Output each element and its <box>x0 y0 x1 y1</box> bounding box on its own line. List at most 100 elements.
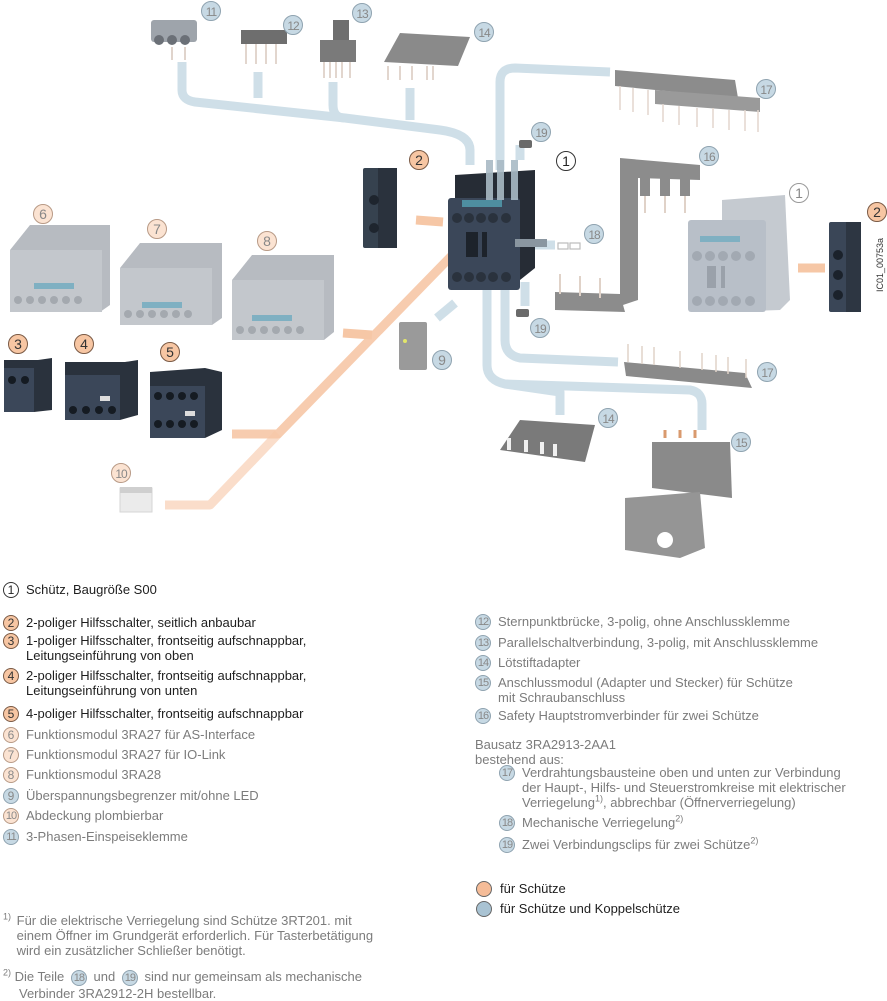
callout-number: 9 <box>438 352 446 368</box>
path-bottom-14 <box>482 290 565 415</box>
swatch-orange-label: für Schütze <box>500 881 566 896</box>
footnote-1-mark: 1) <box>3 911 12 922</box>
callout-circle <box>257 231 277 251</box>
path-10 <box>165 430 282 510</box>
legend-text: Sternpunktbrücke, 3-polig, ohne Anschlus… <box>498 614 790 629</box>
callout-12: 12 <box>283 15 303 35</box>
component-1-contactor-main <box>448 160 547 290</box>
callout-circle <box>33 204 53 224</box>
callout-number: 8 <box>263 233 271 249</box>
callout-19: 19 <box>531 122 551 142</box>
callout-number: 2 <box>415 152 423 168</box>
callout-circle <box>432 350 452 370</box>
callout-10: 10 <box>111 463 131 483</box>
component-18-mechanical-interlock <box>557 242 581 250</box>
callout-number: 17 <box>761 366 774 380</box>
callout-19: 19 <box>530 318 550 338</box>
callout-number: 16 <box>703 150 716 164</box>
callout-circle <box>699 146 719 166</box>
callout-number: 13 <box>356 7 369 21</box>
legend-badge: 4 <box>3 668 19 684</box>
legend-badge: 16 <box>475 708 491 724</box>
kit-item-footnote-ref: 1) <box>595 793 604 804</box>
component-8-function-module-3ra28 <box>232 255 334 340</box>
kit-title: Bausatz 3RA2913-2AA1 bestehend aus: <box>475 737 616 767</box>
callout-15: 15 <box>731 432 751 452</box>
footnote-1-text: Für die elektrische Verriegelung sind Sc… <box>16 913 374 958</box>
callout-circle <box>531 122 551 142</box>
kit-badge: 19 <box>499 837 515 853</box>
component-19-clip-bottom <box>516 309 529 317</box>
callout-17: 17 <box>756 79 776 99</box>
legend-text: 1-poliger Hilfsschalter, frontseitig auf… <box>26 633 307 663</box>
callout-circle <box>283 15 303 35</box>
callout-number: 18 <box>588 228 601 242</box>
callout-number: 4 <box>80 336 88 352</box>
callout-circle <box>201 1 221 21</box>
callout-9: 9 <box>432 350 452 370</box>
footnote-2-ref-19: 19 <box>121 969 138 986</box>
footnote-2-mid: und <box>93 969 116 984</box>
kit-badge: 18 <box>499 815 515 831</box>
component-1-contactor-second <box>688 195 790 312</box>
legend-text: Schütz, Baugröße S00 <box>26 582 157 597</box>
path-top-17 <box>495 63 611 170</box>
component-10-sealable-cover <box>119 487 153 513</box>
callout-number: 1 <box>562 153 570 169</box>
callout-1: 1 <box>556 151 576 171</box>
legend-badge: 1 <box>3 582 19 598</box>
callout-number: 14 <box>602 412 615 426</box>
component-3-aux-switch-1pole <box>4 358 52 412</box>
callout-8: 8 <box>257 231 277 251</box>
legend-badge: 5 <box>3 706 19 722</box>
path-13 <box>328 82 475 165</box>
legend-badge: 3 <box>3 633 19 649</box>
legend-text: Safety Hauptstromverbinder für zwei Schü… <box>498 708 759 723</box>
callout-circle <box>74 334 94 354</box>
legend-item-9: 9 Überspannungsbegrenzer mit/ohne LED <box>3 788 259 804</box>
legend-badge: 8 <box>3 767 19 783</box>
callout-number: 1 <box>795 185 803 201</box>
footnote-2-pre: Die Teile <box>14 969 65 984</box>
component-4-aux-switch-2pole <box>65 360 138 420</box>
callout-circle <box>756 79 776 99</box>
legend-item-1: 1 Schütz, Baugröße S00 <box>3 582 157 598</box>
kit-item-19: 19 Zwei Verbindungsclips für zwei Schütze… <box>499 836 758 853</box>
callout-16: 16 <box>699 146 719 166</box>
callout-number: 7 <box>153 221 161 237</box>
callout-3: 3 <box>8 334 28 354</box>
legend-item-5: 5 4-poliger Hilfsschalter, frontseitig au… <box>3 706 303 722</box>
component-15-connection-module <box>625 430 732 558</box>
path-11 <box>177 62 346 123</box>
callout-number: 15 <box>735 436 748 450</box>
legend-text: Überspannungsbegrenzer mit/ohne LED <box>26 788 259 803</box>
kit-item-text: Mechanische Verriegelung2) <box>522 814 683 830</box>
swatch-orange <box>476 881 492 897</box>
callout-circle <box>352 3 372 23</box>
kit-item-tail: , abbrechbar (Öffnerverriegelung) <box>603 795 796 810</box>
callout-number: 19 <box>535 126 548 140</box>
footnote-2-line2: Verbinder 3RA2912-2H bestellbar. <box>19 985 217 1001</box>
callout-circle <box>409 150 429 170</box>
legend-text: 4-poliger Hilfsschalter, frontseitig auf… <box>26 706 304 721</box>
footnote-2-mark: 2) <box>3 967 12 978</box>
legend-badge: 7 <box>3 747 19 763</box>
callout-number: 3 <box>14 336 22 352</box>
legend-text: 2-poliger Hilfsschalter, frontseitig auf… <box>26 668 307 698</box>
legend-badge: 9 <box>3 788 19 804</box>
callout-number: 2 <box>873 204 881 220</box>
callout-number: 12 <box>287 19 300 33</box>
kit-item-18: 18 Mechanische Verriegelung2) <box>499 814 683 831</box>
callout-number: 19 <box>534 322 547 336</box>
callout-circle <box>8 334 28 354</box>
kit-item-text: Zwei Verbindungsclips für zwei Schütze2) <box>522 836 758 852</box>
callout-circle <box>147 219 167 239</box>
legend-badge: 2 <box>3 615 19 631</box>
component-17-wiring-module-top <box>615 70 760 132</box>
callout-circle <box>789 183 809 203</box>
callout-number: 17 <box>760 83 773 97</box>
